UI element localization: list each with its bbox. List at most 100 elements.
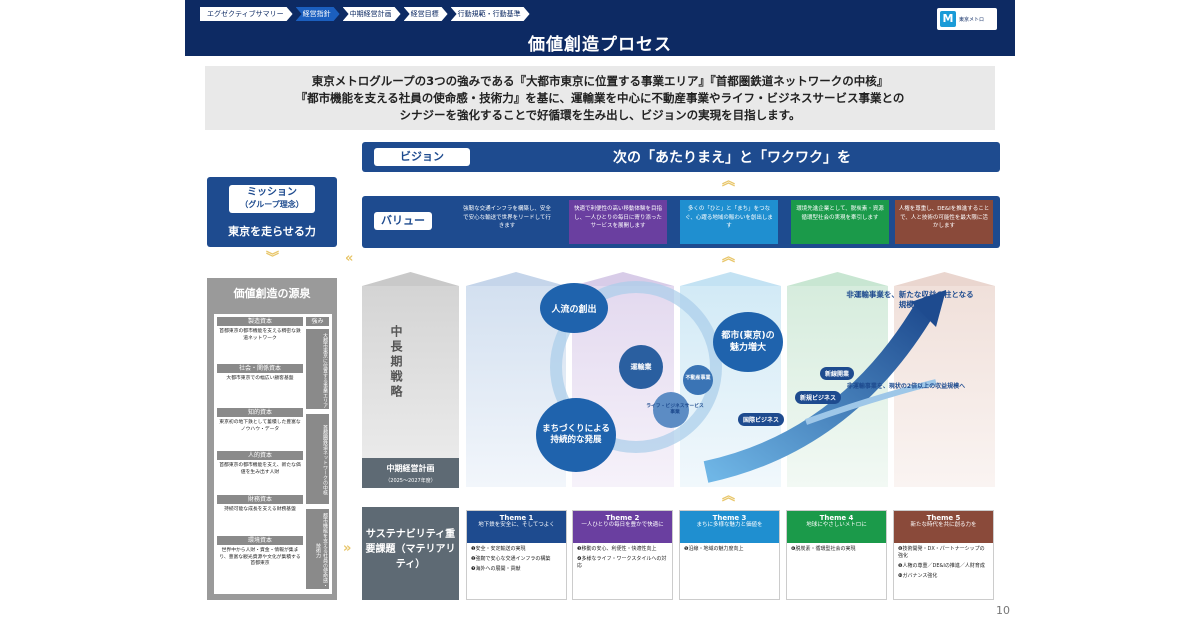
theme-desc: 地球にやさしいメトロに (806, 522, 867, 528)
gear-transport-icon (619, 345, 663, 389)
capital-financial: 財務資本 持続可能な成長を支える財務基盤 (217, 495, 303, 514)
strength-2: 首都圏鉄道ネットワークの中核 (306, 414, 329, 504)
capital-name: 社会・関係資本 (217, 364, 303, 373)
right-margin (1015, 0, 1200, 630)
vision-tag: ビジョン (374, 148, 470, 166)
capital-intellectual: 知的資本 東京初の地下鉄として蓄積した豊富なノウハウ・データ (217, 408, 303, 433)
vision-text: 次の「あたりまえ」と「ワクワク」を (613, 150, 851, 166)
mission-tag-line2: （グループ理念） (240, 200, 304, 209)
theme-name: Theme 5 (926, 514, 961, 522)
theme-name: Theme 4 (819, 514, 854, 522)
capital-name: 財務資本 (217, 495, 303, 504)
gear-realestate-label: 不動産事業 (685, 375, 711, 381)
theme-item: ❻脱炭素・循環型社会の実現 (791, 546, 856, 552)
capital-manufactured: 製造資本 首都東京の都市機能を支える稠密な鉄道ネットワーク (217, 317, 303, 342)
capital-human: 人的資本 首都東京の都市機能を支え、新たな価値を生み出す人財 (217, 451, 303, 476)
value-creation-sources: 価値創造の源泉 強み 製造資本 首都東京の都市機能を支える稠密な鉄道ネットワーク… (207, 278, 337, 600)
capital-name: 人的資本 (217, 451, 303, 460)
capital-name: 製造資本 (217, 317, 303, 326)
theme-desc: まちに多様な魅力と価値を (696, 522, 763, 528)
value-item-5: 人権を尊重し、DE&Iを推進することで、人と技術の可能性を最大限に活かします (895, 200, 993, 244)
up-chevron-icon: ︽ (722, 174, 736, 189)
page-number: 10 (996, 604, 1010, 617)
theme-2: Theme 2 一人ひとりの毎日を豊かで快適に ❸移動の安心、利便性・快適性向上… (572, 510, 673, 600)
theme-name: Theme 2 (605, 514, 640, 522)
value-item-1: 強靭な交通インフラを構築し、安全で安心な輸送で世界をリードして行きます (458, 200, 556, 244)
metro-logo-icon: M (940, 11, 956, 27)
value-tag: バリュー (374, 212, 432, 230)
left-chevron-icon: « (345, 251, 354, 266)
theme-item: ❼海外への展開・貢献 (471, 566, 521, 572)
crumb-management-policy[interactable]: 経営指針 (296, 7, 340, 21)
capital-desc: 大都市東京での幅広い顧客基盤 (226, 376, 294, 381)
capital-desc: 首都東京の都市機能を支える稠密な鉄道ネットワーク (219, 329, 301, 341)
strength-3: 都市機能を支える社員の使命感・技術力 (306, 509, 329, 589)
right-chevron-icon: » (343, 541, 352, 556)
up-chevron-icon: ︽ (722, 489, 736, 504)
theme-item: ❹多様なライフ・ワークスタイルへの対応 (577, 556, 667, 569)
mission-text: 東京を走らせる力 (228, 225, 316, 238)
intro-text: 東京メトログループの3つの強みである『大都市東京に位置する事業エリア』『首都圏鉄… (205, 66, 995, 130)
crumb-exec-summary[interactable]: エグゼクティブサマリー (200, 7, 293, 21)
theme-desc: 一人ひとりの毎日を豊かで快適に (581, 522, 664, 528)
left-margin (0, 0, 185, 630)
theme-item: ❺沿線・地域の魅力度向上 (684, 546, 744, 552)
growth-diagram (550, 281, 946, 483)
page-title: 価値創造プロセス (528, 35, 672, 55)
strategy-label: 中長期戦略 (389, 325, 403, 400)
strategy-column-gray (362, 272, 459, 487)
logo-text: 東京メトロ (959, 16, 985, 23)
company-logo: M 東京メトロ (937, 8, 997, 30)
capital-desc: 世界中から人財・資金・情報が集まり、豊富な観光資源や文化が集積する首都東京 (219, 548, 301, 566)
strength-1: 大都市東京に位置する事業エリア (306, 329, 329, 409)
theme-1: Theme 1 地下鉄を安全に、そしてつよく ❶安全・安定輸送の実現 ❷強靭で安… (466, 510, 567, 600)
capital-desc: 首都東京の都市機能を支え、新たな価値を生み出す人財 (219, 463, 301, 475)
theme-item: ❶安全・安定輸送の実現 (471, 546, 526, 552)
mission-tag-line1: ミッション (247, 187, 297, 198)
vision-bar: ビジョン 次の「あたりまえ」と「ワクワク」を (362, 142, 1000, 172)
up-chevron-icon: ︽ (722, 250, 736, 265)
value-item-4: 環境先進企業として、脱炭素・資源循環型社会の実現を牽引します (791, 200, 889, 244)
ribbon-new-line: 新線開業 (820, 367, 855, 380)
theme-5: Theme 5 新たな時代を共に創る力を ❽技術開発・DX・パートナーシップの強… (893, 510, 994, 600)
crumb-management-target[interactable]: 経営目標 (404, 7, 448, 21)
sources-panel: 強み 製造資本 首都東京の都市機能を支える稠密な鉄道ネットワーク 社会・関係資本… (214, 314, 332, 594)
gear-life-label: ライフ・ビジネスサービス事業 (646, 404, 704, 415)
theme-desc: 地下鉄を安全に、そしてつよく (478, 522, 555, 528)
mtp-title: 中期経営計画 (386, 464, 435, 473)
mission-tag: ミッション （グループ理念） (229, 185, 315, 213)
capital-desc: 持続可能な成長を支える財務基盤 (224, 507, 296, 512)
gear-life-icon (653, 392, 689, 428)
mtp-period: （2025〜2027年度） (385, 478, 436, 484)
capital-name: 知的資本 (217, 408, 303, 417)
crumb-code-of-conduct[interactable]: 行動規範・行動基準 (451, 7, 530, 21)
strength-header: 強み (306, 317, 329, 326)
capital-natural: 環境資本 世界中から人財・資金・情報が集まり、豊富な観光資源や文化が集積する首都… (217, 536, 303, 568)
materiality-box: サステナビリティ重要課題（マテリアリティ） (362, 507, 459, 600)
intro-line-3: シナジーを強化することで好循環を生み出し、ビジョンの実現を目指します。 (399, 108, 801, 122)
intro-line-2: 『都市機能を支える社員の使命感・技術力』を基に、運輸業を中心に不動産事業やライフ… (295, 91, 905, 105)
circle-city-attraction: 都市(東京)の魅力増大 (713, 312, 783, 372)
theme-4: Theme 4 地球にやさしいメトロに ❻脱炭素・循環型社会の実現 (786, 510, 887, 600)
value-item-2: 快適で利便性の高い移動体験を目指し、一人ひとりの毎日に寄り添ったサービスを展開し… (569, 200, 667, 244)
theme-name: Theme 3 (712, 514, 747, 522)
capital-name: 環境資本 (217, 536, 303, 545)
mission-box: ミッション （グループ理念） 東京を走らせる力 (207, 177, 337, 247)
down-chevron-icon: ︾ (266, 251, 280, 266)
theme-item: ❸移動の安心、利便性・快適性向上 (577, 546, 657, 552)
intro-line-1: 東京メトログループの3つの強みである『大都市東京に位置する事業エリア』『首都圏鉄… (311, 74, 889, 88)
value-bar: バリュー 強靭な交通インフラを構築し、安全で安心な輸送で世界をリードして行きます… (362, 196, 1000, 248)
theme-desc: 新たな時代を共に創る力を (910, 522, 977, 528)
theme-item: ❿ガバナンス強化 (898, 573, 938, 579)
circle-people-flow: 人流の創出 (540, 283, 608, 333)
theme-item: ❽技術開発・DX・パートナーシップの強化 (898, 546, 985, 559)
theme-item: ❷強靭で安心な交通インフラの構築 (471, 556, 551, 562)
crumb-mid-term-plan[interactable]: 中期経営計画 (343, 7, 401, 21)
ribbon-new-business: 新規ビジネス (795, 391, 842, 404)
value-item-3: 多くの「ひと」と「まち」をつなぐ、心躍る地域の賑わいを創出します (680, 200, 778, 244)
theme-item: ❾人権の尊重／DE&Iの推進／人財育成 (898, 563, 985, 569)
theme-3: Theme 3 まちに多様な魅力と価値を ❺沿線・地域の魅力度向上 (679, 510, 780, 600)
label-non-transport-top: 非運輸事業を、新たな収益の柱となる規模へ (846, 290, 974, 309)
capital-social: 社会・関係資本 大都市東京での幅広い顧客基盤 (217, 364, 303, 383)
